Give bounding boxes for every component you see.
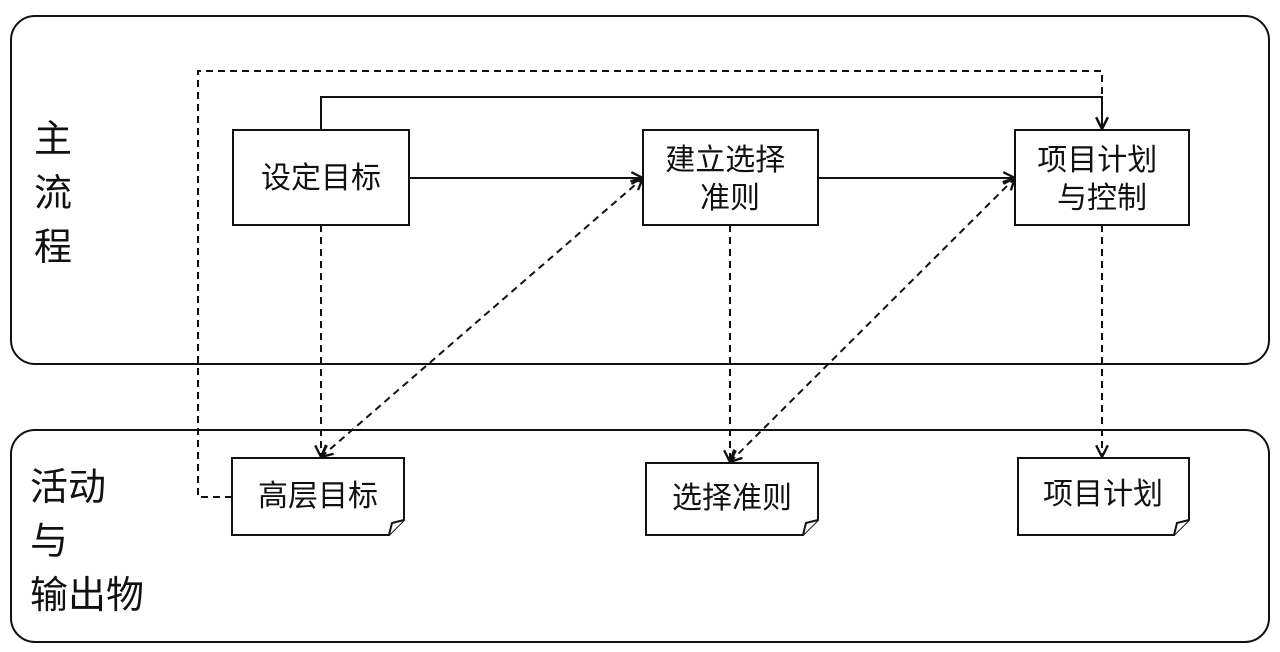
box-label-line: 建立选择 — [665, 143, 785, 178]
box-label-line: 与控制 — [1057, 181, 1147, 216]
doc-label-line: 选择准则 — [672, 481, 792, 516]
process-box-plan-control: 项目计划 与控制 — [1014, 129, 1190, 226]
process-box-label: 设定目标 — [261, 161, 381, 196]
process-box-criteria: 建立选择 准则 — [642, 129, 819, 226]
lane-label-line: 与 — [30, 519, 68, 563]
lane-label-line: 输出物 — [30, 573, 144, 617]
document-label: 高层目标 — [258, 479, 378, 514]
main-process-lane-label: 主 流 程 — [34, 117, 84, 269]
lane-label-line: 活动 — [30, 465, 106, 509]
document-criteria: 选择准则 — [645, 462, 819, 536]
box-label-line: 设定目标 — [261, 161, 381, 196]
box-label-line: 准则 — [700, 181, 760, 216]
process-box-set-goal: 设定目标 — [232, 129, 410, 226]
process-box-label: 项目计划 与控制 — [1037, 143, 1167, 216]
lane-label-line: 主 — [34, 117, 72, 161]
box-label-line: 项目计划 — [1037, 143, 1157, 178]
activities-outputs-lane-label: 活动 与 输出物 — [30, 465, 144, 617]
doc-label-line: 高层目标 — [258, 479, 378, 514]
doc-label-line: 项目计划 — [1043, 477, 1163, 512]
document-label: 选择准则 — [672, 481, 792, 516]
lane-label-line: 程 — [34, 225, 72, 269]
document-label: 项目计划 — [1043, 477, 1163, 512]
process-box-label: 建立选择 准则 — [665, 143, 795, 216]
document-high-goal: 高层目标 — [231, 457, 405, 536]
dashed-arrow-highgoal-to-plan — [197, 70, 1102, 498]
lane-label-line: 流 — [34, 171, 72, 215]
document-plan: 项目计划 — [1017, 457, 1190, 536]
